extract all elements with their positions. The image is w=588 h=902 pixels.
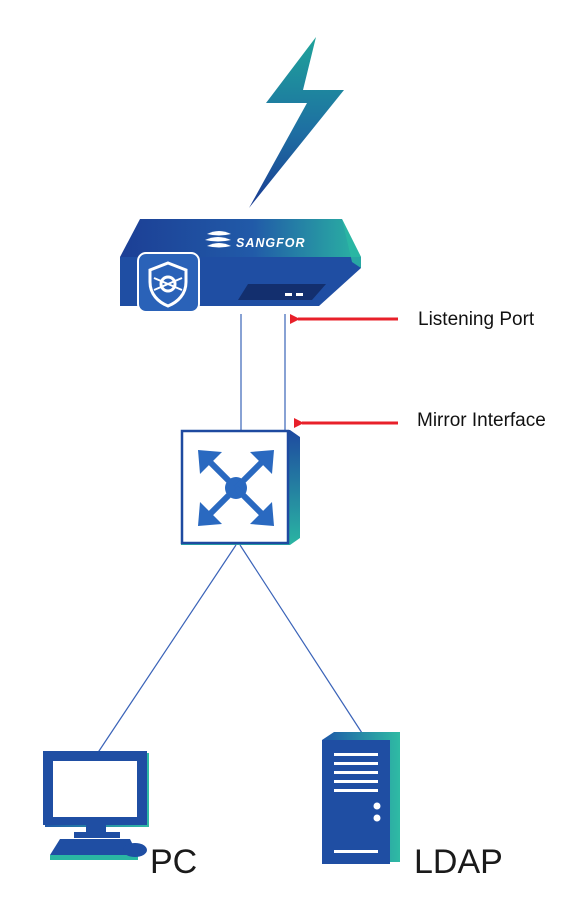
- port-led-2: [296, 293, 303, 296]
- port-led-1: [285, 293, 292, 296]
- shield-badge-icon: [137, 252, 200, 313]
- listening-port-label: Listening Port: [418, 309, 535, 330]
- mirror-interface-label: Mirror Interface: [417, 410, 546, 431]
- brand-name: SANGFOR: [236, 236, 306, 250]
- sangfor-appliance: SANGFOR: [120, 219, 361, 313]
- link-to-ldap: [239, 544, 363, 734]
- desktop-computer-icon: [43, 751, 149, 860]
- server-tower-icon: [322, 732, 400, 864]
- sangfor-swirl-icon: [205, 231, 231, 248]
- ldap-label: LDAP: [414, 843, 503, 881]
- appliance-port-panel: [238, 284, 326, 300]
- switch-arrows-icon: [180, 429, 300, 545]
- lightning-bolt-icon: [249, 37, 344, 208]
- pc-label: PC: [150, 843, 197, 881]
- link-to-pc: [96, 544, 237, 755]
